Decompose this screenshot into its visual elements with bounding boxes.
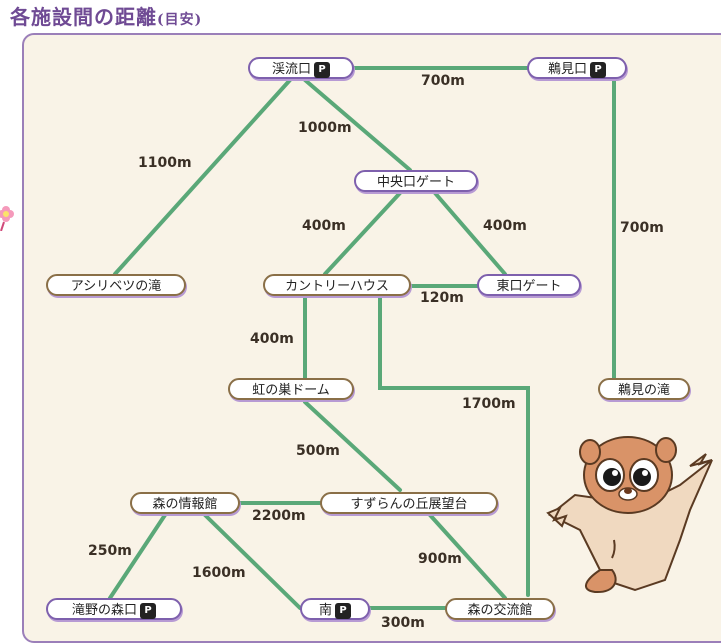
route-chuo-higashi (433, 191, 507, 276)
title-sub: (目安) (157, 12, 203, 28)
distance-country-niji: 400m (250, 331, 294, 347)
distance-keiryu-chuo: 1000m (298, 120, 352, 136)
distance-minami-koryu: 300m (381, 615, 425, 631)
route-country-koryu (378, 295, 530, 597)
distance-unomi-taki: 700m (620, 220, 664, 236)
facility-ashiri[interactable]: アシリベツの滝 (46, 274, 186, 296)
route-joho-takino (108, 513, 167, 600)
facility-unomi-label: 鵜見口 (547, 62, 587, 77)
facility-chuo-label: 中央口ゲート (376, 175, 455, 190)
facility-ashiri-label: アシリベツの滝 (70, 279, 162, 294)
facility-mori-joho-label: 森の情報館 (152, 497, 218, 512)
flying-squirrel-mascot-icon (546, 436, 713, 594)
facility-koryu[interactable]: 森の交流館 (445, 598, 555, 620)
facility-niji-label: 虹の巣ドーム (252, 383, 330, 398)
parking-icon: P (140, 602, 156, 619)
facility-suzuran-label: すずらんの丘展望台 (350, 497, 468, 512)
parking-icon: P (335, 602, 351, 619)
distance-country-koryu: 1700m (462, 396, 516, 412)
distance-chuo-higashi: 400m (483, 218, 527, 234)
facility-country[interactable]: カントリーハウス (263, 274, 411, 296)
route-keiryu-ashiri (113, 78, 292, 276)
distance-niji-suzuran: 500m (296, 443, 340, 459)
facility-minami-label: 南 (318, 603, 332, 618)
parking-icon: P (590, 61, 606, 78)
title-main: 各施設間の距離 (10, 5, 157, 29)
facility-unomi-taki-label: 鵜見の滝 (617, 383, 670, 398)
parking-icon: P (314, 61, 330, 78)
distance-suzuran-koryu: 900m (418, 551, 462, 567)
facility-mori-joho[interactable]: 森の情報館 (130, 492, 240, 514)
distance-joho-suzuran: 2200m (252, 508, 306, 524)
distance-chuo-country: 400m (302, 218, 346, 234)
distance-joho-minami: 1600m (192, 565, 246, 581)
distance-keiryu-ashiri: 1100m (138, 155, 192, 171)
page-title: 各施設間の距離(目安) (10, 1, 202, 30)
distance-keiryu-unomi: 700m (421, 73, 465, 89)
flower-icon (0, 206, 14, 231)
facility-country-label: カントリーハウス (285, 279, 389, 294)
facility-niji[interactable]: 虹の巣ドーム (228, 378, 354, 400)
distance-joho-takino: 250m (88, 543, 132, 559)
facility-higashi[interactable]: 東口ゲート (477, 274, 581, 296)
facility-suzuran[interactable]: すずらんの丘展望台 (320, 492, 498, 514)
route-niji-suzuran (303, 400, 402, 492)
facility-koryu-label: 森の交流館 (467, 603, 533, 618)
distance-country-higashi: 120m (420, 290, 464, 306)
facility-higashi-label: 東口ゲート (496, 279, 562, 294)
route-chuo-country (323, 191, 402, 276)
facility-unomi-taki[interactable]: 鵜見の滝 (598, 378, 690, 400)
facility-keiryu-label: 渓流口 (271, 62, 311, 77)
route-joho-minami (203, 513, 302, 610)
facility-chuo[interactable]: 中央口ゲート (354, 170, 478, 192)
facility-takino-label: 滝野の森口 (71, 603, 137, 618)
route-keiryu-chuo (303, 78, 412, 172)
route-suzuran-koryu (428, 513, 507, 600)
